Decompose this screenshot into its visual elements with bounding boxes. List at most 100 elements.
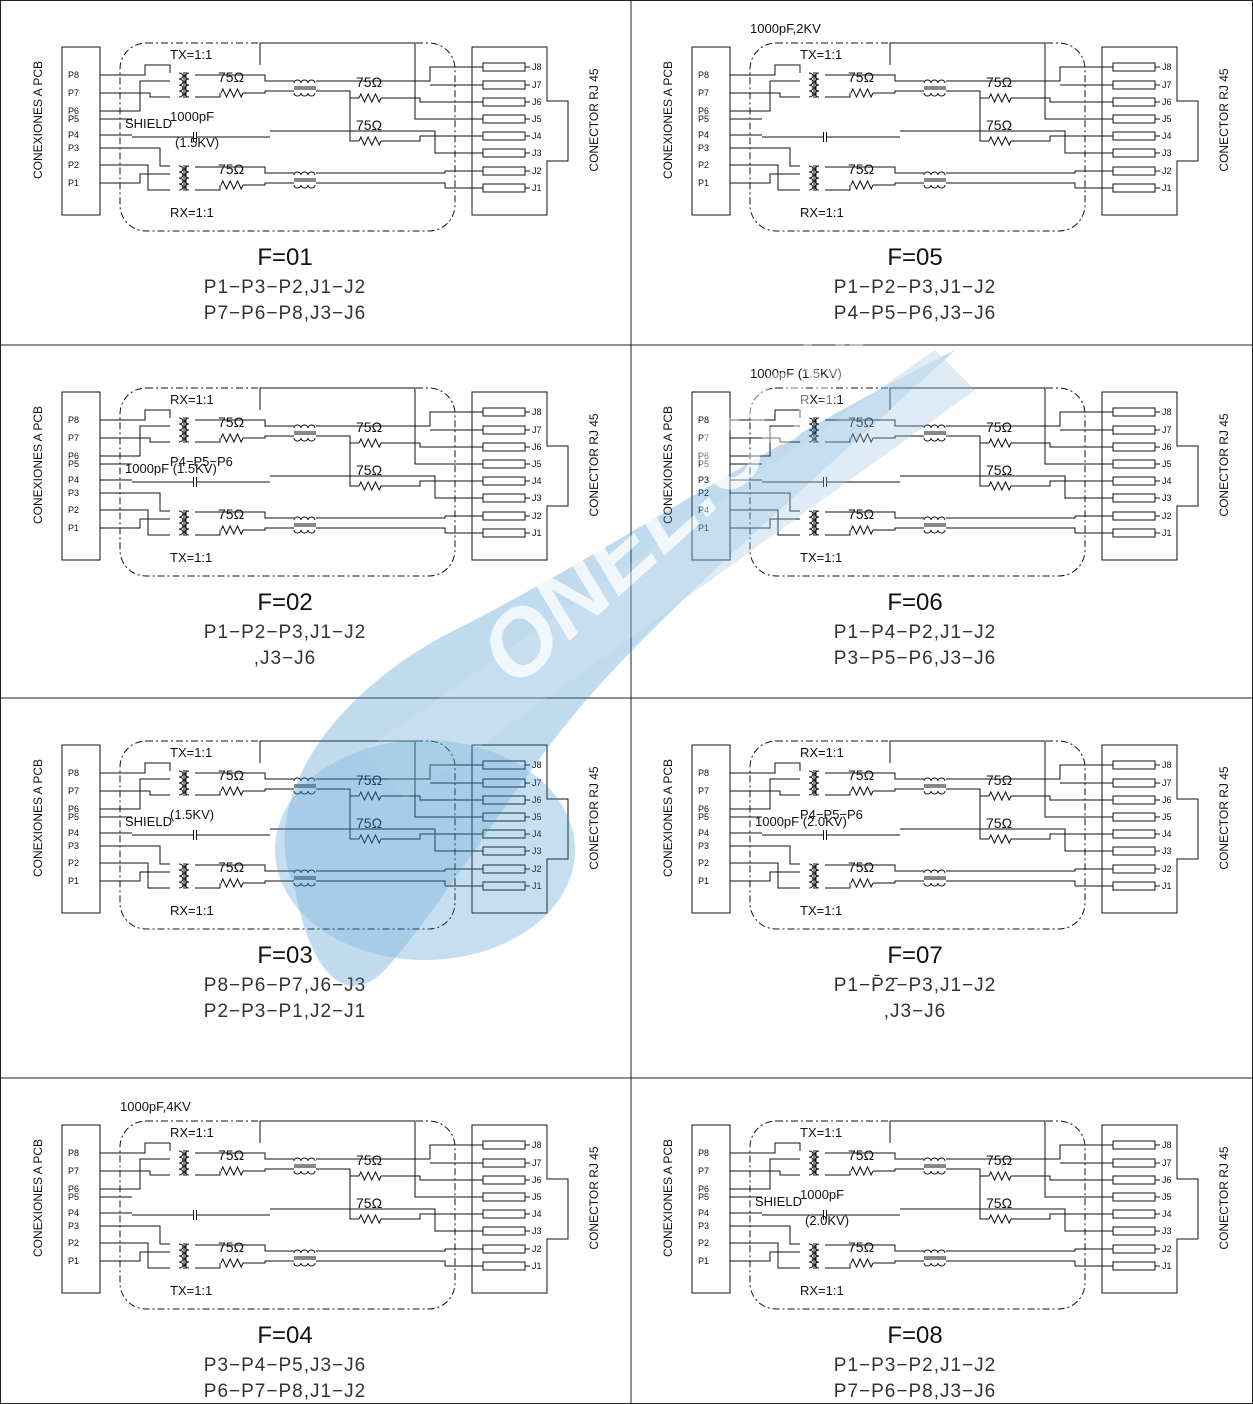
resistor-value: 75Ω <box>356 74 382 90</box>
choke-coil <box>293 171 316 176</box>
wire <box>979 1176 989 1220</box>
rj45-contact <box>1112 114 1156 124</box>
pcb-pin-label: P4 <box>698 828 709 838</box>
diagram-title: F=06 <box>887 589 942 616</box>
pcb-pin-label: P7 <box>68 88 79 98</box>
wire <box>1011 1213 1075 1220</box>
wire <box>979 796 989 840</box>
pcb-pin-label: P2 <box>698 858 709 868</box>
rj45-pin-label: J8 <box>1162 407 1172 417</box>
wire <box>900 475 1075 499</box>
wire <box>195 1152 294 1160</box>
resistor-symbol <box>988 1213 1012 1225</box>
rj45-pin-label: J1 <box>1162 528 1172 538</box>
resistor-symbol <box>850 1257 874 1269</box>
pcb-pin-label: P4 <box>698 505 709 515</box>
rj45-pin-label: J4 <box>1162 1209 1172 1219</box>
transformer-coil <box>178 72 184 98</box>
rj45-contact <box>1112 476 1156 486</box>
wire <box>195 511 294 519</box>
rj45-contact <box>482 80 526 90</box>
rj45-pin-label: J7 <box>532 425 542 435</box>
wire <box>316 527 446 533</box>
pinout-description: P1−P3−P2,J1−J2 <box>204 277 366 298</box>
wire <box>195 166 294 174</box>
rj45-connector-block <box>471 744 569 914</box>
capacitor-note: SHIELD <box>125 116 172 131</box>
rj45-pin-label: J8 <box>532 62 542 72</box>
resistor-value: 75Ω <box>218 161 244 177</box>
wire <box>195 530 221 536</box>
resistor-symbol <box>988 833 1012 845</box>
pcb-header-block <box>61 46 101 216</box>
wire <box>195 772 294 780</box>
wire <box>825 511 924 519</box>
transformer-coil <box>808 863 814 889</box>
pinout-description: P4−P5−P6,J3−J6 <box>834 303 996 324</box>
rj45-contact <box>482 148 526 158</box>
choke-coil <box>923 79 946 84</box>
wire <box>316 90 359 99</box>
wire <box>889 740 1075 818</box>
resistor-value: 75Ω <box>986 1195 1012 1211</box>
wire <box>946 66 1075 82</box>
wire <box>195 93 221 98</box>
pcb-pin-label: P6 <box>698 1184 709 1194</box>
rj45-contact <box>482 1192 526 1202</box>
pcb-pin-label: P2 <box>698 1238 709 1248</box>
transformer-bottom-ratio: TX=1:1 <box>800 550 842 565</box>
resistor-symbol <box>850 524 874 536</box>
rj45-pin-label: J6 <box>532 97 542 107</box>
transformer-coil <box>808 1243 814 1269</box>
resistor-value: 75Ω <box>986 815 1012 831</box>
resistor-symbol <box>358 437 382 449</box>
wire <box>132 409 171 421</box>
wire <box>946 1144 1075 1160</box>
resistor-symbol <box>850 179 874 191</box>
transformer-coil <box>808 72 814 98</box>
pcb-pin-label: P5 <box>698 812 709 822</box>
wire <box>270 1208 445 1232</box>
resistor-symbol <box>220 1257 244 1269</box>
rj45-pin-label: J7 <box>1162 778 1172 788</box>
rj45-contact <box>482 1244 526 1254</box>
wire <box>132 437 170 443</box>
rj45-pin-label: J3 <box>532 1226 542 1236</box>
wire <box>316 1260 446 1266</box>
capacitor-note: SHIELD <box>755 1194 802 1209</box>
wire <box>381 135 445 142</box>
wire <box>316 869 446 872</box>
resistor-symbol <box>988 480 1012 492</box>
wire <box>132 1225 170 1245</box>
pcb-header-block <box>61 1124 101 1294</box>
pcb-pin-label: P8 <box>68 768 79 778</box>
wire <box>825 883 851 889</box>
capacitor-note: 1000pF,2KV <box>750 21 821 36</box>
wire <box>762 871 800 882</box>
rj45-contact <box>482 166 526 176</box>
rj45-connector-block <box>1101 1124 1199 1294</box>
rj45-contact <box>482 1158 526 1168</box>
wire <box>132 1242 170 1269</box>
rj45-contact <box>482 442 526 452</box>
diagram-title: F=07 <box>887 942 942 969</box>
wire <box>316 764 445 780</box>
rj45-contact <box>1112 407 1156 417</box>
pcb-pin-label: P6 <box>68 1184 79 1194</box>
transformer-top-ratio: TX=1:1 <box>170 745 212 760</box>
wire <box>243 527 294 531</box>
pcb-pin-label: P6 <box>68 106 79 116</box>
wire <box>243 435 294 439</box>
wire <box>762 790 800 796</box>
resistor-symbol <box>988 1170 1012 1182</box>
transformer-coil <box>178 510 184 536</box>
rj45-contact <box>482 131 526 141</box>
transformer-coil <box>808 510 814 536</box>
transformer-top-ratio: TX=1:1 <box>800 47 842 62</box>
rj45-contact <box>482 114 526 124</box>
